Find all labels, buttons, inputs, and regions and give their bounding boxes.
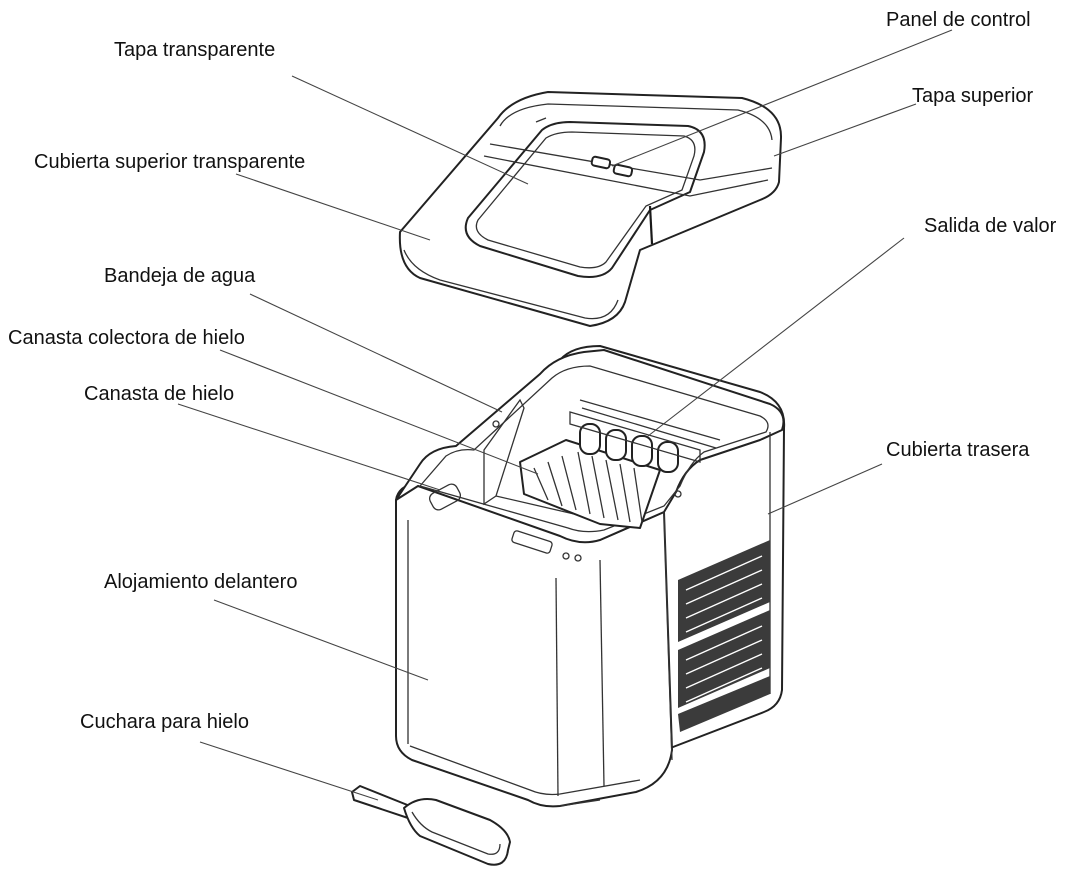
ice-scoop: [351, 785, 511, 866]
vent-grille: [678, 540, 770, 732]
leader-bandeja-de-agua: [249, 293, 503, 413]
lid-band-2: [483, 155, 769, 197]
transparent-window: [464, 121, 706, 278]
ice-collector-basket: [519, 439, 661, 529]
water-tray-wall: [483, 398, 525, 506]
leader-salida-de-valor: [647, 237, 905, 437]
lid-rim-line: [403, 249, 619, 320]
leader-cubierta-trasera: [767, 463, 883, 515]
front-bottom-line: [409, 745, 641, 796]
front-display-slot: [511, 530, 553, 554]
tray-screw: [492, 420, 500, 428]
back-cover-seam: [663, 511, 673, 761]
housing-opening: [418, 365, 769, 533]
front-housing-body: [395, 481, 673, 808]
lid-rear-edge: [648, 205, 654, 245]
lid-assembly: [398, 91, 783, 327]
leader-tapa-superior: [773, 103, 917, 157]
leader-cuchara-para-hielo: [199, 741, 379, 801]
lid-band-1: [489, 143, 773, 181]
label-cubierta-trasera: Cubierta trasera: [886, 439, 1030, 461]
leader-canasta-colectora: [219, 349, 539, 475]
scoop-body: [403, 798, 511, 866]
ice-basket-handle: [428, 483, 462, 511]
label-salida-de-valor: Salida de valor: [924, 215, 1057, 237]
label-alojamiento-delantero: Alojamiento delantero: [104, 571, 298, 593]
front-panel-right-edge: [555, 577, 559, 797]
leader-cubierta-superior: [235, 173, 431, 241]
ice-basket-ribs: [533, 451, 643, 523]
label-cuchara-para-hielo: Cuchara para hielo: [80, 711, 249, 733]
control-button-1: [590, 155, 612, 170]
main-body: [395, 345, 786, 808]
base-foot: [559, 799, 601, 807]
leader-alojamiento-delantero: [213, 599, 429, 681]
leader-tapa-transparente: [291, 75, 529, 185]
label-tapa-transparente: Tapa transparente: [114, 39, 276, 61]
front-panel-right-edge-2: [599, 559, 605, 787]
scoop-inner: [411, 811, 501, 855]
lid-top-edge: [499, 103, 773, 141]
label-panel-de-control: Panel de control: [886, 9, 1031, 31]
label-bandeja-de-agua: Bandeja de agua: [104, 265, 256, 287]
leader-canasta-de-hielo: [177, 403, 441, 491]
leader-lines: [177, 29, 953, 801]
label-canasta-de-hielo: Canasta de hielo: [84, 383, 235, 405]
lid-band-3: [535, 117, 547, 123]
label-tapa-superior: Tapa superior: [912, 85, 1034, 107]
transparent-window-inner: [475, 131, 696, 269]
front-indicator-2: [574, 554, 582, 562]
front-indicator-1: [562, 552, 570, 560]
ice-outlet-cylinders: [569, 411, 701, 473]
basket-screw: [674, 490, 682, 498]
label-cubierta-superior-transparente: Cubierta superior transparente: [34, 151, 306, 173]
label-canasta-colectora-de-hielo: Canasta colectora de hielo: [8, 327, 245, 349]
evaporator-bar: [579, 399, 721, 449]
leader-panel-de-control: [611, 29, 953, 167]
control-button-2: [612, 163, 634, 178]
